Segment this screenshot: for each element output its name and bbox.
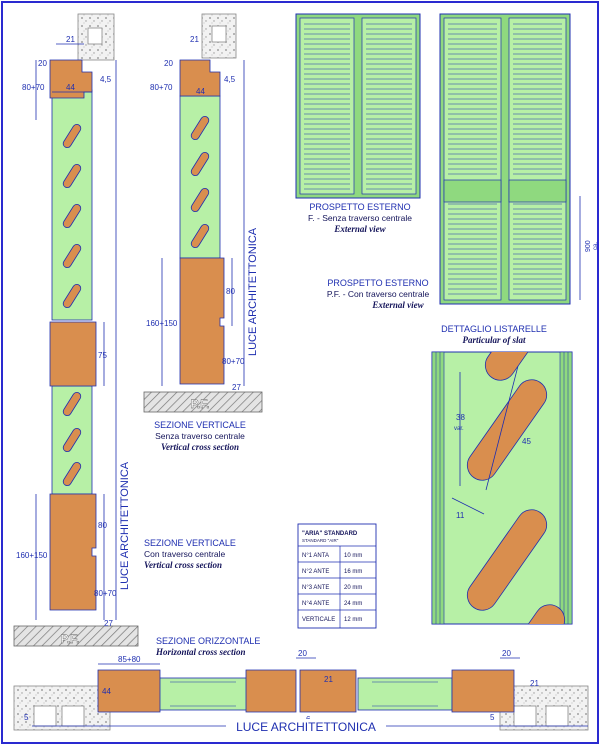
caption-external-a-line1: F. - Senza traverso centrale: [308, 213, 412, 223]
air-table-row-value: 12 mm: [344, 617, 362, 623]
caption-vertical-b: SEZIONE VERTICALE Con traverso centrale …: [144, 538, 236, 570]
caption-external-b-line1: P.F. - Con traverso centrale: [327, 289, 430, 299]
dim-75-b: 75: [98, 351, 107, 360]
air-table-row-value: 16 mm: [344, 569, 362, 575]
vertical-section-a: P.F. 21 20 80+70 44 4,5 80 160+150 80+70…: [143, 13, 263, 413]
dim-44-b: 44: [66, 83, 75, 92]
caption-slat-detail-line2: Particular of slat: [462, 335, 526, 345]
luce-architettonica-vertical-b: LUCE ARCHITETTONICA: [119, 461, 131, 590]
dim-21-a: 21: [190, 35, 199, 44]
air-table-row-label: N°2 ANTE: [302, 569, 329, 575]
dim-900-unit: ca.: [593, 242, 599, 250]
caption-vertical-a-line1: Senza traverso centrale: [155, 431, 245, 441]
dim-5-left: 5: [24, 713, 29, 722]
dim-4-5-b: 4,5: [100, 75, 112, 84]
dim-20-b: 20: [38, 59, 47, 68]
dim-80-70-top-b: 80+70: [22, 83, 45, 92]
floor-label-a: P.F.: [190, 397, 209, 411]
air-table-row-value: 10 mm: [344, 553, 362, 559]
dim-80-70-bottom-a: 80+70: [222, 357, 245, 366]
dim-44-a: 44: [196, 87, 205, 96]
dim-20-h-right: 20: [502, 649, 511, 658]
dim-44-h: 44: [102, 687, 111, 696]
caption-vertical-a-title: SEZIONE VERTICALE: [154, 420, 246, 430]
slat-dim-11: 11: [456, 511, 465, 520]
dim-85-80: 85+80: [118, 655, 141, 664]
caption-vertical-a: SEZIONE VERTICALE Senza traverso central…: [154, 420, 246, 452]
dim-4-5-a: 4,5: [224, 75, 236, 84]
dim-5-right: 5: [490, 713, 495, 722]
dim-27-a: 27: [232, 383, 241, 392]
caption-vertical-b-line2: Vertical cross section: [144, 560, 222, 570]
vertical-section-b: P.F. 21 20 80+70 44 4,5 75 80 160+150 80…: [13, 13, 139, 647]
slat-dim-45: 45: [522, 437, 531, 446]
caption-external-b: PROSPETTO ESTERNO P.F. - Con traverso ce…: [327, 278, 430, 310]
caption-horizontal-line2: Horizontal cross section: [155, 647, 246, 657]
caption-external-b-title: PROSPETTO ESTERNO: [327, 278, 428, 288]
dim-80-70-top-a: 80+70: [150, 83, 173, 92]
caption-slat-detail-title: DETTAGLIO LISTARELLE: [441, 324, 547, 334]
external-view-a: [295, 13, 421, 199]
caption-vertical-b-title: SEZIONE VERTICALE: [144, 538, 236, 548]
air-table-row-label: N°1 ANTA: [302, 553, 329, 559]
dim-21-h-right: 21: [530, 679, 539, 688]
dim-900: 900: [585, 240, 592, 252]
dim-160-150-a: 160+150: [146, 319, 178, 328]
dim-160-150-b: 160+150: [16, 551, 48, 560]
dim-27-b: 27: [104, 619, 113, 628]
air-table-row-label: VERTICALE: [302, 617, 335, 623]
air-table-header-2: STANDARD "AIR": [302, 538, 339, 543]
air-table-row-label: N°3 ANTE: [302, 585, 329, 591]
slat-detail: 38 var. 45 11: [431, 351, 573, 625]
caption-horizontal-title: SEZIONE ORIZZONTALE: [156, 636, 260, 646]
air-table-row-value: 24 mm: [344, 601, 362, 607]
slat-dim-38: 38: [456, 413, 465, 422]
dim-21-b: 21: [66, 35, 75, 44]
luce-architettonica-vertical-a: LUCE ARCHITETTONICA: [247, 227, 259, 356]
caption-external-b-line2: External view: [371, 300, 424, 310]
caption-slat-detail: DETTAGLIO LISTARELLE Particular of slat: [441, 324, 547, 345]
caption-vertical-a-line2: Vertical cross section: [161, 442, 239, 452]
caption-external-a-title: PROSPETTO ESTERNO: [309, 202, 410, 212]
air-table-header-1: "ARIA" STANDARD: [302, 531, 358, 537]
caption-horizontal: SEZIONE ORIZZONTALE Horizontal cross sec…: [155, 636, 260, 657]
dim-20-a: 20: [164, 59, 173, 68]
caption-vertical-b-line1: Con traverso centrale: [144, 549, 226, 559]
external-view-b: 900 ca.: [439, 13, 599, 305]
air-gap-table: "ARIA" STANDARD STANDARD "AIR" N°1 ANTA 1…: [297, 523, 377, 629]
dim-80-70-bottom-b: 80+70: [94, 589, 117, 598]
slat-dim-38-sub: var.: [454, 426, 464, 432]
air-table-row-value: 20 mm: [344, 585, 362, 591]
air-table-row-label: N°4 ANTE: [302, 601, 329, 607]
dim-80-a: 80: [226, 287, 235, 296]
horizontal-section: 85+80 44 20 20 21 21 5 6 5 LUCE ARCHITET…: [13, 649, 589, 734]
caption-external-a-line2: External view: [333, 224, 386, 234]
floor-label-b: P.F.: [60, 632, 79, 646]
dim-20-h-mid: 20: [298, 649, 307, 658]
dim-21-h-mid: 21: [324, 675, 333, 684]
caption-external-a: PROSPETTO ESTERNO F. - Senza traverso ce…: [308, 202, 412, 234]
dim-80-b: 80: [98, 521, 107, 530]
luce-architettonica-horizontal: LUCE ARCHITETTONICA: [236, 720, 376, 734]
